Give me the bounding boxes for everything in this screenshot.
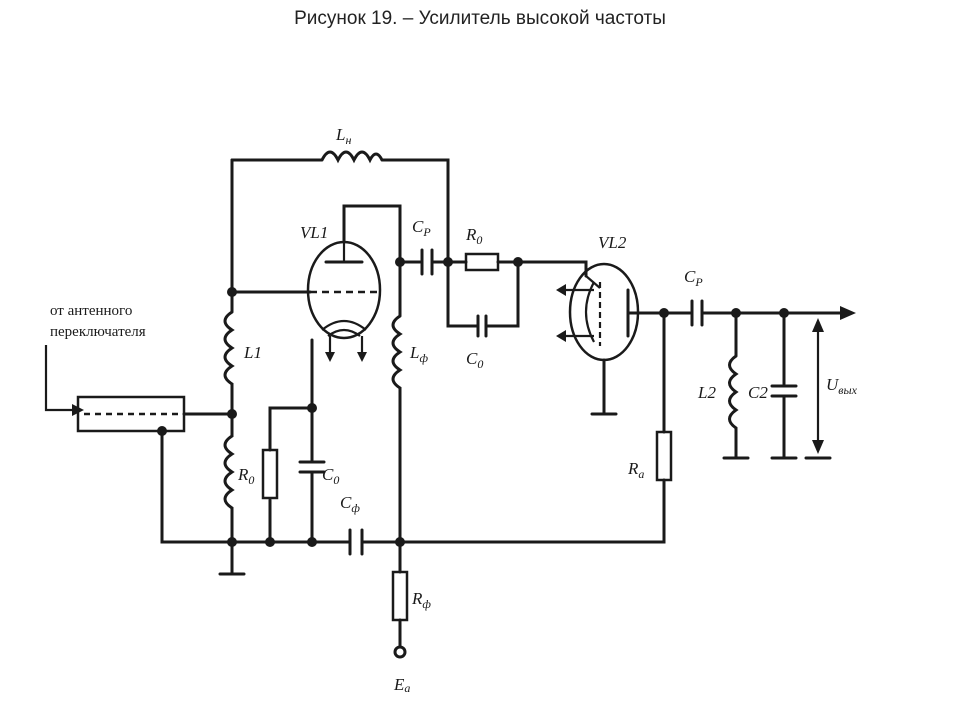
l2-coil bbox=[728, 354, 739, 458]
bottom-rail-right bbox=[360, 478, 666, 544]
label-r0-left: R0 bbox=[237, 465, 254, 487]
label-vl1: VL1 bbox=[300, 223, 328, 242]
ln-coil bbox=[320, 150, 384, 164]
input-caption-line1: от антенного bbox=[50, 303, 132, 319]
label-uout: Uвых bbox=[826, 375, 858, 397]
r0-res-top-wire bbox=[268, 406, 314, 452]
input-caption: от антенного переключателя bbox=[50, 303, 146, 340]
ln-right-wire bbox=[380, 158, 450, 264]
label-ra: Ra bbox=[627, 459, 644, 481]
label-lf: Lф bbox=[409, 343, 428, 365]
input-coax-cable bbox=[44, 345, 234, 433]
label-c2: C2 bbox=[748, 383, 768, 402]
vl2-grid-feed-wire bbox=[516, 260, 588, 278]
ra-resistor bbox=[655, 430, 673, 482]
label-l1: L1 bbox=[243, 343, 262, 362]
lf-coil bbox=[391, 314, 403, 542]
label-cp1: CP bbox=[412, 217, 431, 239]
cf-capacitor bbox=[348, 528, 364, 556]
label-rf: Rф bbox=[411, 589, 431, 611]
c0-top-left-wire bbox=[446, 260, 480, 328]
r0-top-right-wire bbox=[484, 260, 520, 328]
ea-terminal bbox=[393, 645, 407, 659]
label-c0-top: C0 bbox=[466, 349, 483, 371]
label-r0-top: R0 bbox=[465, 225, 482, 247]
label-ea: Ea bbox=[393, 675, 410, 695]
vl2-tube bbox=[556, 262, 640, 362]
input-caption-line2: переключателя bbox=[50, 324, 146, 340]
label-vl2: VL2 bbox=[598, 233, 627, 252]
label-l2: L2 bbox=[697, 383, 716, 402]
label-c0-left: C0 bbox=[322, 465, 339, 487]
c0-top-capacitor bbox=[476, 314, 488, 338]
rf-resistor bbox=[391, 570, 409, 622]
vl1-screen-wire bbox=[342, 204, 402, 264]
page-title: Рисунок 19. – Усилитель высокой частоты bbox=[294, 8, 666, 29]
vl1-tube bbox=[306, 240, 382, 362]
output-arrow bbox=[840, 306, 856, 320]
junction-dots bbox=[157, 257, 789, 547]
uout-arrow bbox=[804, 318, 832, 460]
l1-coil bbox=[223, 310, 235, 414]
r0-left-coil bbox=[223, 414, 235, 542]
label-ln: Lн bbox=[335, 125, 351, 147]
label-cf: Cф bbox=[340, 493, 360, 515]
r0-left-resistor bbox=[261, 448, 279, 500]
r0-top-resistor bbox=[464, 252, 500, 272]
bottom-rail-left bbox=[160, 429, 352, 544]
label-cp2: CP bbox=[684, 267, 703, 289]
